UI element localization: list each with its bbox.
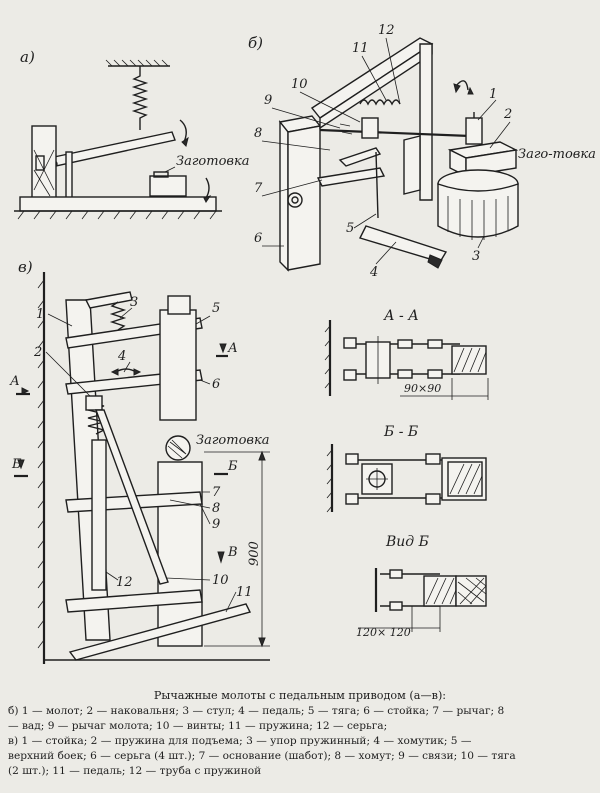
panel-v-number-10: 10	[212, 573, 229, 588]
panel-b-number-9: 9	[264, 93, 272, 108]
panel-v-section-mark-v: В	[227, 545, 238, 560]
section-vid-b: Вид Б 120× 120	[356, 534, 487, 639]
caption-line-5: (2 шт.); 11 — педаль; 12 — труба с пружи…	[8, 765, 262, 777]
panel-v-section-mark-a-right: А	[227, 341, 238, 356]
panel-b: б) Заг	[248, 23, 596, 280]
panel-a: а) Заготовка	[14, 48, 249, 220]
panel-v-number-1: 1	[36, 307, 44, 322]
caption-line-3: в) 1 — стойка; 2 — пружина для подъема; …	[8, 735, 472, 747]
section-bb: Б - Б	[326, 424, 487, 513]
panel-v-number-11: 11	[236, 585, 253, 600]
panel-b-number-1: 1	[489, 87, 497, 102]
panel-v-number-9: 9	[212, 517, 220, 532]
panel-v-number-6: 6	[212, 377, 220, 392]
section-aa-title: А - А	[383, 308, 419, 324]
panel-b-label: б)	[248, 34, 263, 52]
panel-v-number-2: 2	[33, 345, 42, 360]
caption-line-1: б) 1 — молот; 2 — наковальня; 3 — стул; …	[8, 705, 505, 717]
caption-line-2: — вад; 9 — рычаг молота; 10 — винты; 11 …	[8, 720, 388, 732]
panel-v-section-mark-a-left: А	[9, 374, 20, 389]
section-vid-b-title: Вид Б	[385, 534, 429, 550]
panel-v-number-7: 7	[212, 485, 221, 500]
panel-b-number-11: 11	[352, 41, 369, 56]
caption-line-4: верхний боек; 6 — серьга (4 шт.); 7 — ос…	[8, 750, 516, 762]
panel-b-number-4: 4	[369, 265, 378, 280]
panel-b-number-12: 12	[378, 23, 395, 38]
panel-v-number-8: 8	[212, 501, 220, 516]
panel-v-section-mark-b-left: Б	[11, 457, 22, 472]
panel-b-number-7: 7	[254, 181, 263, 196]
panel-v-workpiece-label: Заготовка	[196, 433, 269, 448]
panel-v-number-4: 4	[117, 349, 126, 364]
section-bb-title: Б - Б	[383, 424, 418, 440]
panel-v-dimension: 900	[247, 541, 262, 566]
section-vid-b-dimension: 120× 120	[356, 626, 411, 639]
figure-caption: Рычажные молоты с педальным приводом (а—…	[8, 688, 592, 779]
panel-b-number-2: 2	[503, 107, 512, 122]
panel-v-section-mark-b-right: Б	[227, 459, 238, 474]
panel-b-number-3: 3	[472, 249, 480, 264]
section-aa: А - А 90×90	[324, 308, 489, 400]
caption-title: Рычажные молоты с педальным приводом (а—…	[153, 689, 447, 702]
panel-b-number-10: 10	[291, 77, 308, 92]
panel-v-label: в)	[18, 258, 33, 276]
panel-b-number-6: 6	[254, 231, 262, 246]
panel-a-workpiece-label: Заготовка	[176, 154, 249, 169]
section-aa-dimension: 90×90	[404, 382, 441, 395]
panel-b-number-5: 5	[346, 221, 354, 236]
panel-v-number-3: 3	[130, 295, 138, 310]
panel-v-number-12: 12	[116, 575, 133, 590]
panel-b-workpiece-label: Заго-товка	[518, 147, 596, 162]
panel-v-number-5: 5	[212, 301, 220, 316]
panel-v: в) Заготовка	[9, 258, 270, 664]
panel-a-label: а)	[20, 48, 35, 66]
panel-b-number-8: 8	[254, 126, 262, 141]
